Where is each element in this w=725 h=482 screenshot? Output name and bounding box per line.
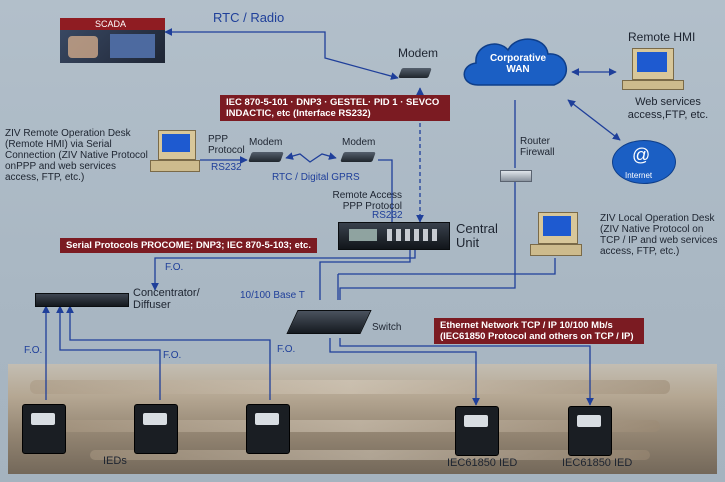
decor-pipe	[90, 450, 650, 460]
serial-protocols-banner: Serial Protocols PROCOME; DNP3; IEC 870-…	[60, 238, 317, 253]
ziv-local-desk-label: ZIV Local Operation Desk (ZIV Native Pro…	[600, 213, 718, 257]
ethernet-network-text: Ethernet Network TCP / IP 10/100 Mb/s (I…	[440, 320, 634, 342]
rtc-gprs-label: RTC / Digital GPRS	[272, 172, 360, 183]
fo-label-3: F.O.	[163, 350, 182, 361]
ziv-remote-desk-label: ZIV Remote Operation Desk (Remote HMI) v…	[5, 128, 148, 183]
corporate-wan-label: Corporative WAN	[489, 53, 547, 75]
scada-photo	[60, 18, 165, 63]
web-services-label: Web services access,FTP, etc.	[627, 96, 709, 121]
router-icon	[500, 170, 532, 182]
internet-cloud-icon	[612, 140, 676, 184]
iec-protocols-banner: IEC 870-5-101 · DNP3 · GESTEL· PID 1 · S…	[220, 95, 450, 121]
ied-device-icon-3	[246, 404, 290, 454]
local-desk-computer-icon	[530, 212, 582, 258]
modem-top-icon	[398, 68, 432, 78]
remote-access-label: Remote Access PPP Protocol	[332, 190, 402, 212]
iec-ied-label-2: IEC61850 IED	[562, 457, 633, 469]
fo-label-4: F.O.	[277, 344, 296, 355]
decor-pipe	[30, 380, 670, 394]
internet-label: Internet	[625, 171, 653, 180]
rs232-left-label: RS232	[211, 162, 242, 173]
iec-ied-device-icon-1	[455, 406, 499, 456]
switch-label: Switch	[372, 322, 402, 333]
scada-label: SCADA	[95, 19, 127, 29]
base-t-label: 10/100 Base T	[240, 290, 305, 301]
router-firewall-label: Router Firewall	[520, 136, 555, 158]
iec-ied-label-1: IEC61850 IED	[447, 457, 518, 469]
ppp-protocol-label: PPP Protocol	[208, 134, 245, 156]
fo-label-1: F.O.	[165, 262, 184, 273]
central-unit-label: Central Unit	[456, 221, 498, 250]
decor-pipe	[60, 420, 660, 432]
remote-desk-computer-icon	[150, 130, 200, 174]
switch-device-icon	[286, 310, 372, 334]
fo-label-2: F.O.	[24, 345, 43, 356]
concentrator-device-icon	[35, 293, 129, 307]
concentrator-label: Concentrator/ Diffuser	[133, 287, 200, 311]
rs232-right-label: RS232	[372, 210, 403, 221]
modem-top-label: Modem	[398, 46, 439, 60]
central-unit-device-icon	[338, 222, 450, 250]
remote-hmi-label: Remote HMI	[628, 30, 696, 44]
at-sign-icon: @	[632, 145, 651, 165]
iec-ied-device-icon-2	[568, 406, 612, 456]
modem-left-icon	[248, 152, 284, 162]
modem-right-icon	[340, 152, 376, 162]
corporate-wan-cloud-icon	[463, 38, 568, 86]
ethernet-network-banner: Ethernet Network TCP / IP 10/100 Mb/s (I…	[434, 318, 644, 344]
modem-right-label: Modem	[342, 137, 376, 148]
ied-device-icon-2	[134, 404, 178, 454]
ieds-label: IEDs	[103, 455, 127, 467]
modem-left-label: Modem	[249, 137, 283, 148]
remote-hmi-computer-icon	[622, 48, 684, 90]
rtc-radio-label: RTC / Radio	[213, 10, 285, 25]
ied-device-icon-1	[22, 404, 66, 454]
